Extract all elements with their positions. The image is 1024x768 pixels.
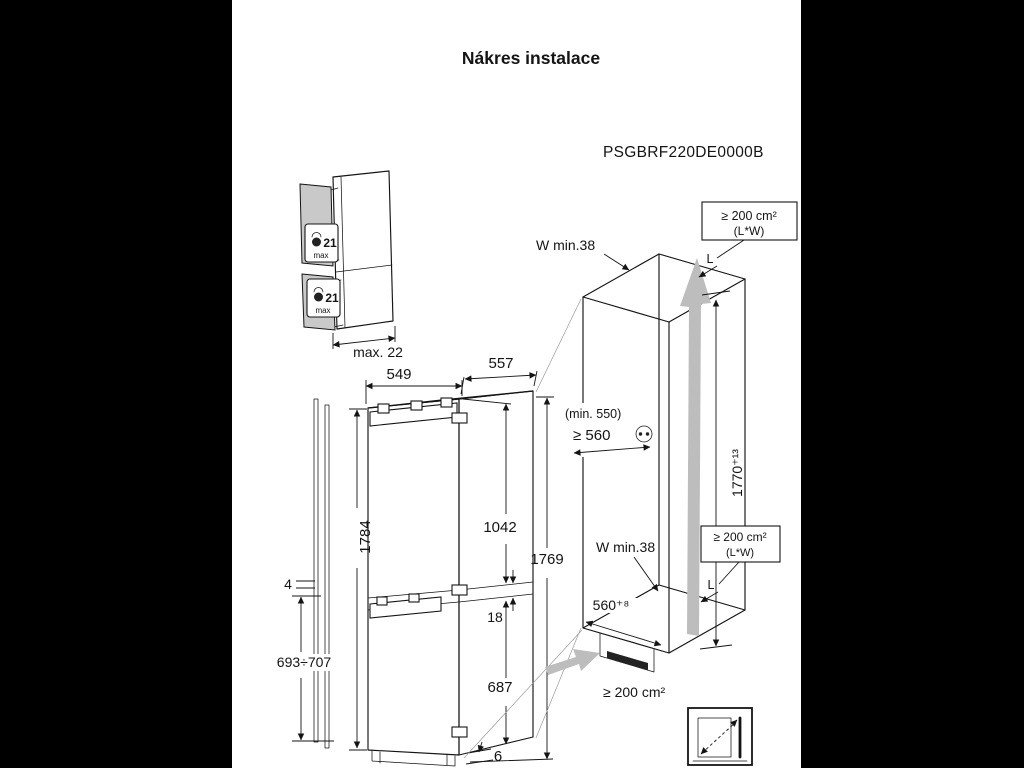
weight-badge-top: 21 max — [304, 223, 339, 263]
vent-l-mid-label: L — [708, 578, 715, 592]
dim-front-height: 1784 — [357, 520, 374, 553]
weight-limit-value-top: 21 — [323, 236, 337, 250]
vent-area-mid-box — [700, 525, 781, 563]
power-outlet-icon — [635, 425, 653, 443]
hinge-top — [451, 412, 468, 424]
dim-niche-height: 1770⁺¹³ — [729, 449, 745, 497]
door-panel-weight-diagram: 21 max 21 max max. 22 — [299, 170, 403, 360]
dim-total-height: 1769 — [530, 551, 563, 568]
dim-bottom-clearance: 6 — [494, 748, 502, 765]
dim-niche-wall-top: W min.38 — [536, 237, 595, 253]
dim-wall-gap: 4 — [284, 576, 292, 592]
weight-limit-unit-top: max — [313, 251, 328, 260]
dim-niche-depth: ≥ 560 — [573, 427, 610, 444]
weight-limit-value-bottom: 21 — [325, 291, 339, 305]
vent-area-top-note: (L*W) — [734, 224, 765, 238]
dim-front-width: 549 — [386, 366, 411, 383]
dim-lower-panel-height: 693÷707 — [277, 654, 332, 670]
weight-icon — [311, 232, 322, 247]
dim-niche-width: 560⁺⁸ — [593, 597, 630, 613]
airflow-arrow-inlet — [545, 649, 600, 675]
hinge-middle — [451, 584, 468, 596]
weight-badge-bottom: 21 max — [306, 278, 341, 318]
niche-drawing: W min.38 ≥ 200 cm² (L*W) L (min. 550) ≥ … — [463, 201, 798, 759]
dim-niche-wall-bottom: W min.38 — [596, 539, 655, 555]
dim-upper-door-height: 1042 — [483, 519, 516, 536]
weight-icon — [313, 287, 324, 302]
panel-thickness-label: max. 22 — [353, 344, 403, 360]
dim-lower-door-height: 687 — [487, 679, 512, 696]
appliance-drawing: 549 557 1784 1042 18 687 1769 6 — [349, 355, 564, 767]
vent-area-bottom-label: ≥ 200 cm² — [603, 684, 665, 700]
dim-door-gap: 18 — [487, 609, 503, 625]
wall-panel-section: 4 693÷707 — [275, 398, 335, 749]
vent-area-top-label: ≥ 200 cm² — [721, 209, 777, 223]
vent-area-mid-label: ≥ 200 cm² — [713, 530, 766, 544]
model-number: PSGBRF220DE0000B — [603, 144, 764, 161]
hinge-bottom — [451, 726, 468, 738]
diagram-title: Nákres instalace — [462, 48, 600, 68]
document-background — [232, 0, 801, 768]
vent-l-top-label: L — [707, 252, 714, 266]
dim-depth: 557 — [488, 355, 513, 372]
weight-limit-unit-bottom: max — [315, 306, 330, 315]
vent-area-top-box — [701, 201, 798, 241]
vent-area-mid-note: (L*W) — [726, 547, 754, 559]
airflow-arrow-up — [680, 258, 711, 636]
plinth-vent-grille — [607, 651, 648, 670]
dim-niche-depth-min: (min. 550) — [565, 407, 621, 421]
ventilation-note-icon — [687, 707, 753, 766]
